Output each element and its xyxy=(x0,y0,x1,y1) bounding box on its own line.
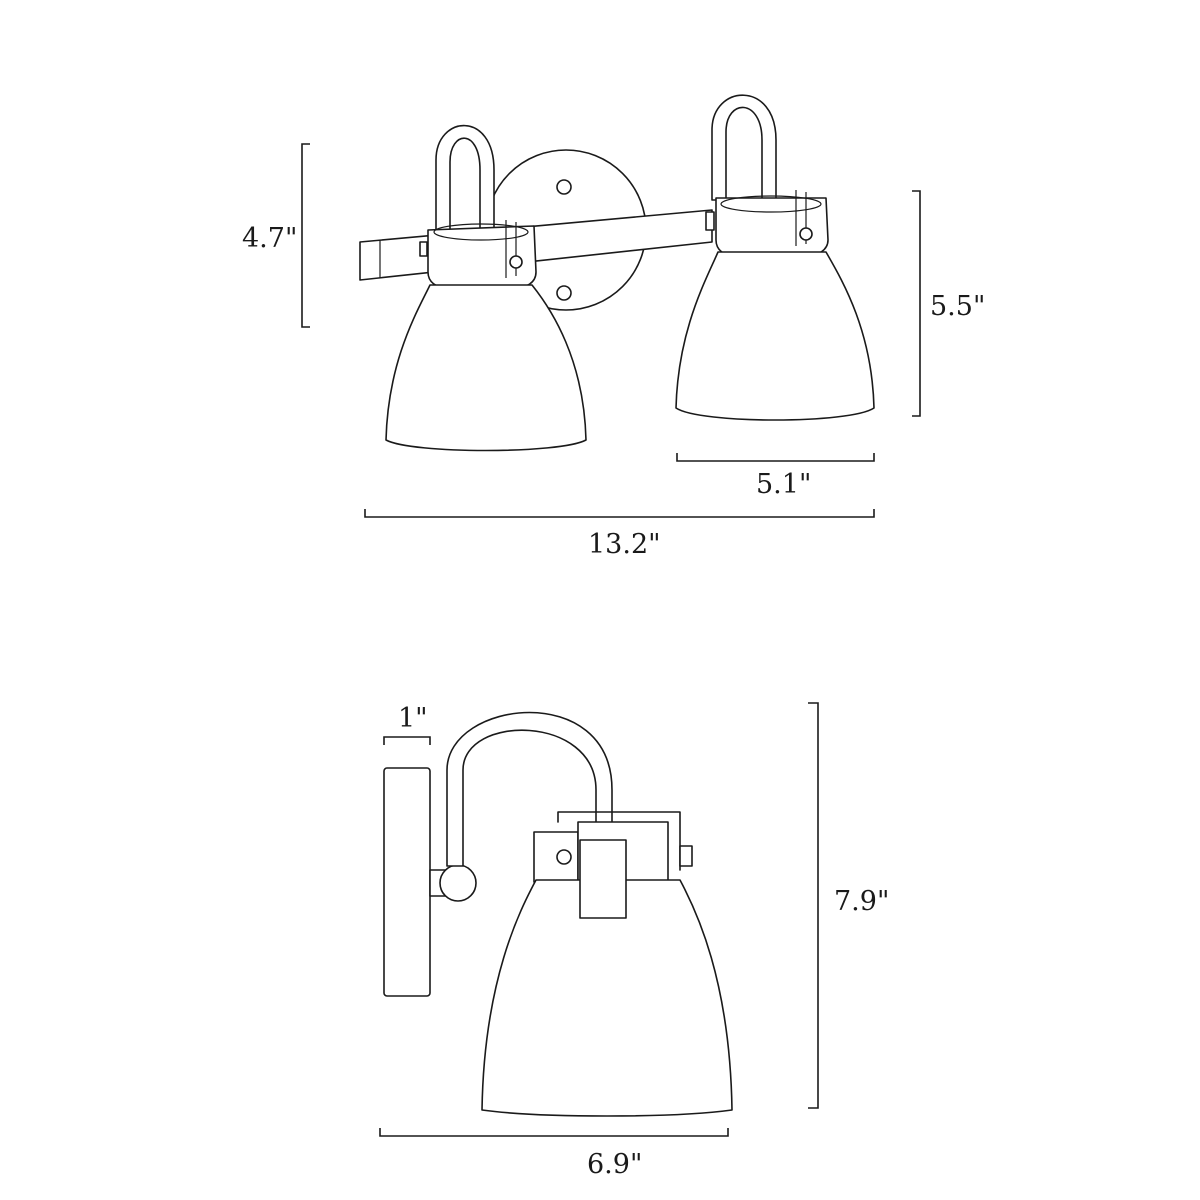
dim-line-total-extension xyxy=(379,1128,729,1137)
label-total-height: 7.9" xyxy=(834,886,889,917)
dim-line-arm-height xyxy=(301,143,310,328)
backplate-screw-bottom xyxy=(556,285,572,301)
left-glass-shade xyxy=(385,284,587,452)
side-view-fixture xyxy=(383,711,733,1117)
backplate-screw-top xyxy=(556,179,572,195)
label-total-extension: 6.9" xyxy=(587,1149,642,1180)
label-total-width: 13.2" xyxy=(588,529,661,560)
side-glass-shade xyxy=(481,879,733,1117)
side-pivot-ball xyxy=(439,864,477,902)
label-shade-height: 5.5" xyxy=(930,291,985,322)
right-glass-shade xyxy=(675,251,875,421)
side-backplate xyxy=(383,767,431,997)
label-arm-height: 4.7" xyxy=(242,223,297,254)
dim-line-total-height xyxy=(808,702,819,1109)
right-gooseneck-arm xyxy=(711,94,777,201)
dim-line-backplate-depth xyxy=(383,736,431,745)
dim-line-total-width xyxy=(364,509,875,518)
dim-line-shade-height xyxy=(912,190,921,417)
dim-line-shade-width xyxy=(676,453,875,462)
label-shade-width: 5.1" xyxy=(756,469,811,500)
left-gooseneck-arm xyxy=(435,124,495,233)
right-shade-holder xyxy=(715,197,829,257)
label-backplate-depth: 1" xyxy=(398,703,428,734)
front-view-fixture xyxy=(359,94,875,452)
